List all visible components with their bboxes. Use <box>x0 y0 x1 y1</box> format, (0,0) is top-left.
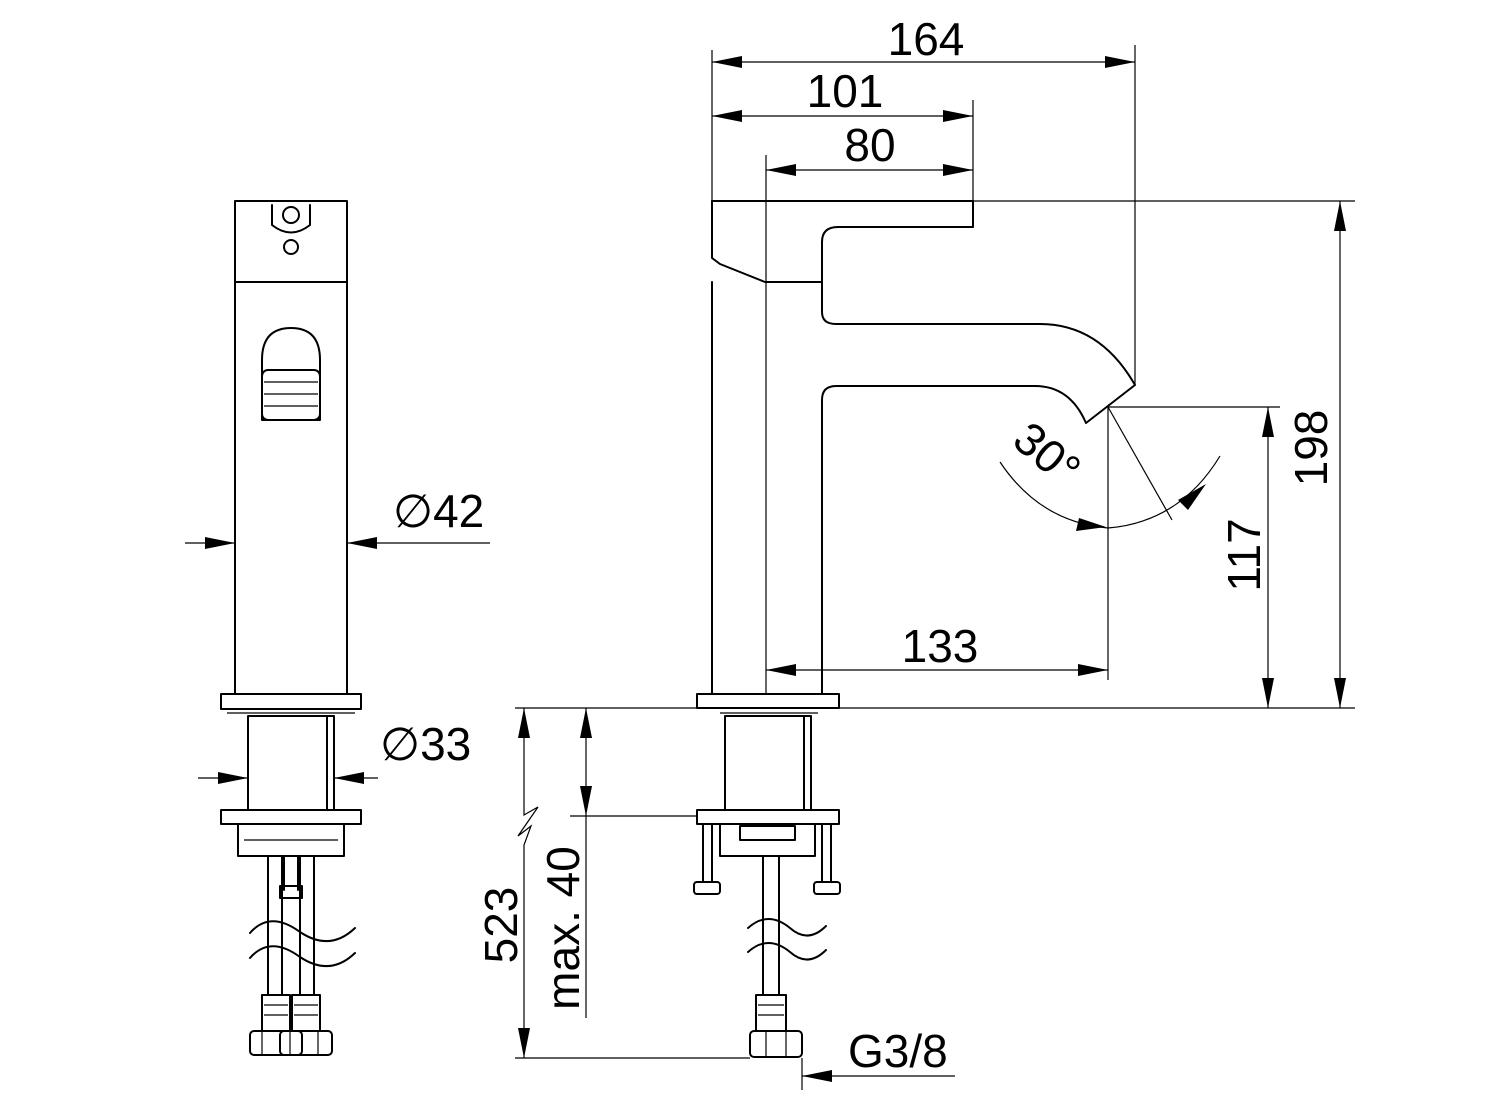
body-diameter-label: ∅42 <box>393 485 484 537</box>
spout-offset-label: 133 <box>902 620 979 672</box>
spout-inner-label: 80 <box>844 119 895 171</box>
front-view <box>185 200 490 1056</box>
width-total-label: 164 <box>888 13 965 65</box>
height-total-label: 198 <box>1285 410 1337 487</box>
hose-length-label: 523 <box>475 887 527 964</box>
spout-height-label: 117 <box>1218 518 1270 591</box>
shank-diameter-label: ∅33 <box>380 718 471 770</box>
side-view <box>515 45 1355 1090</box>
spout-reach-label: 101 <box>807 65 884 117</box>
max-deck-label: max. 40 <box>537 846 589 1010</box>
connection-thread-label: G3/8 <box>848 1025 948 1077</box>
